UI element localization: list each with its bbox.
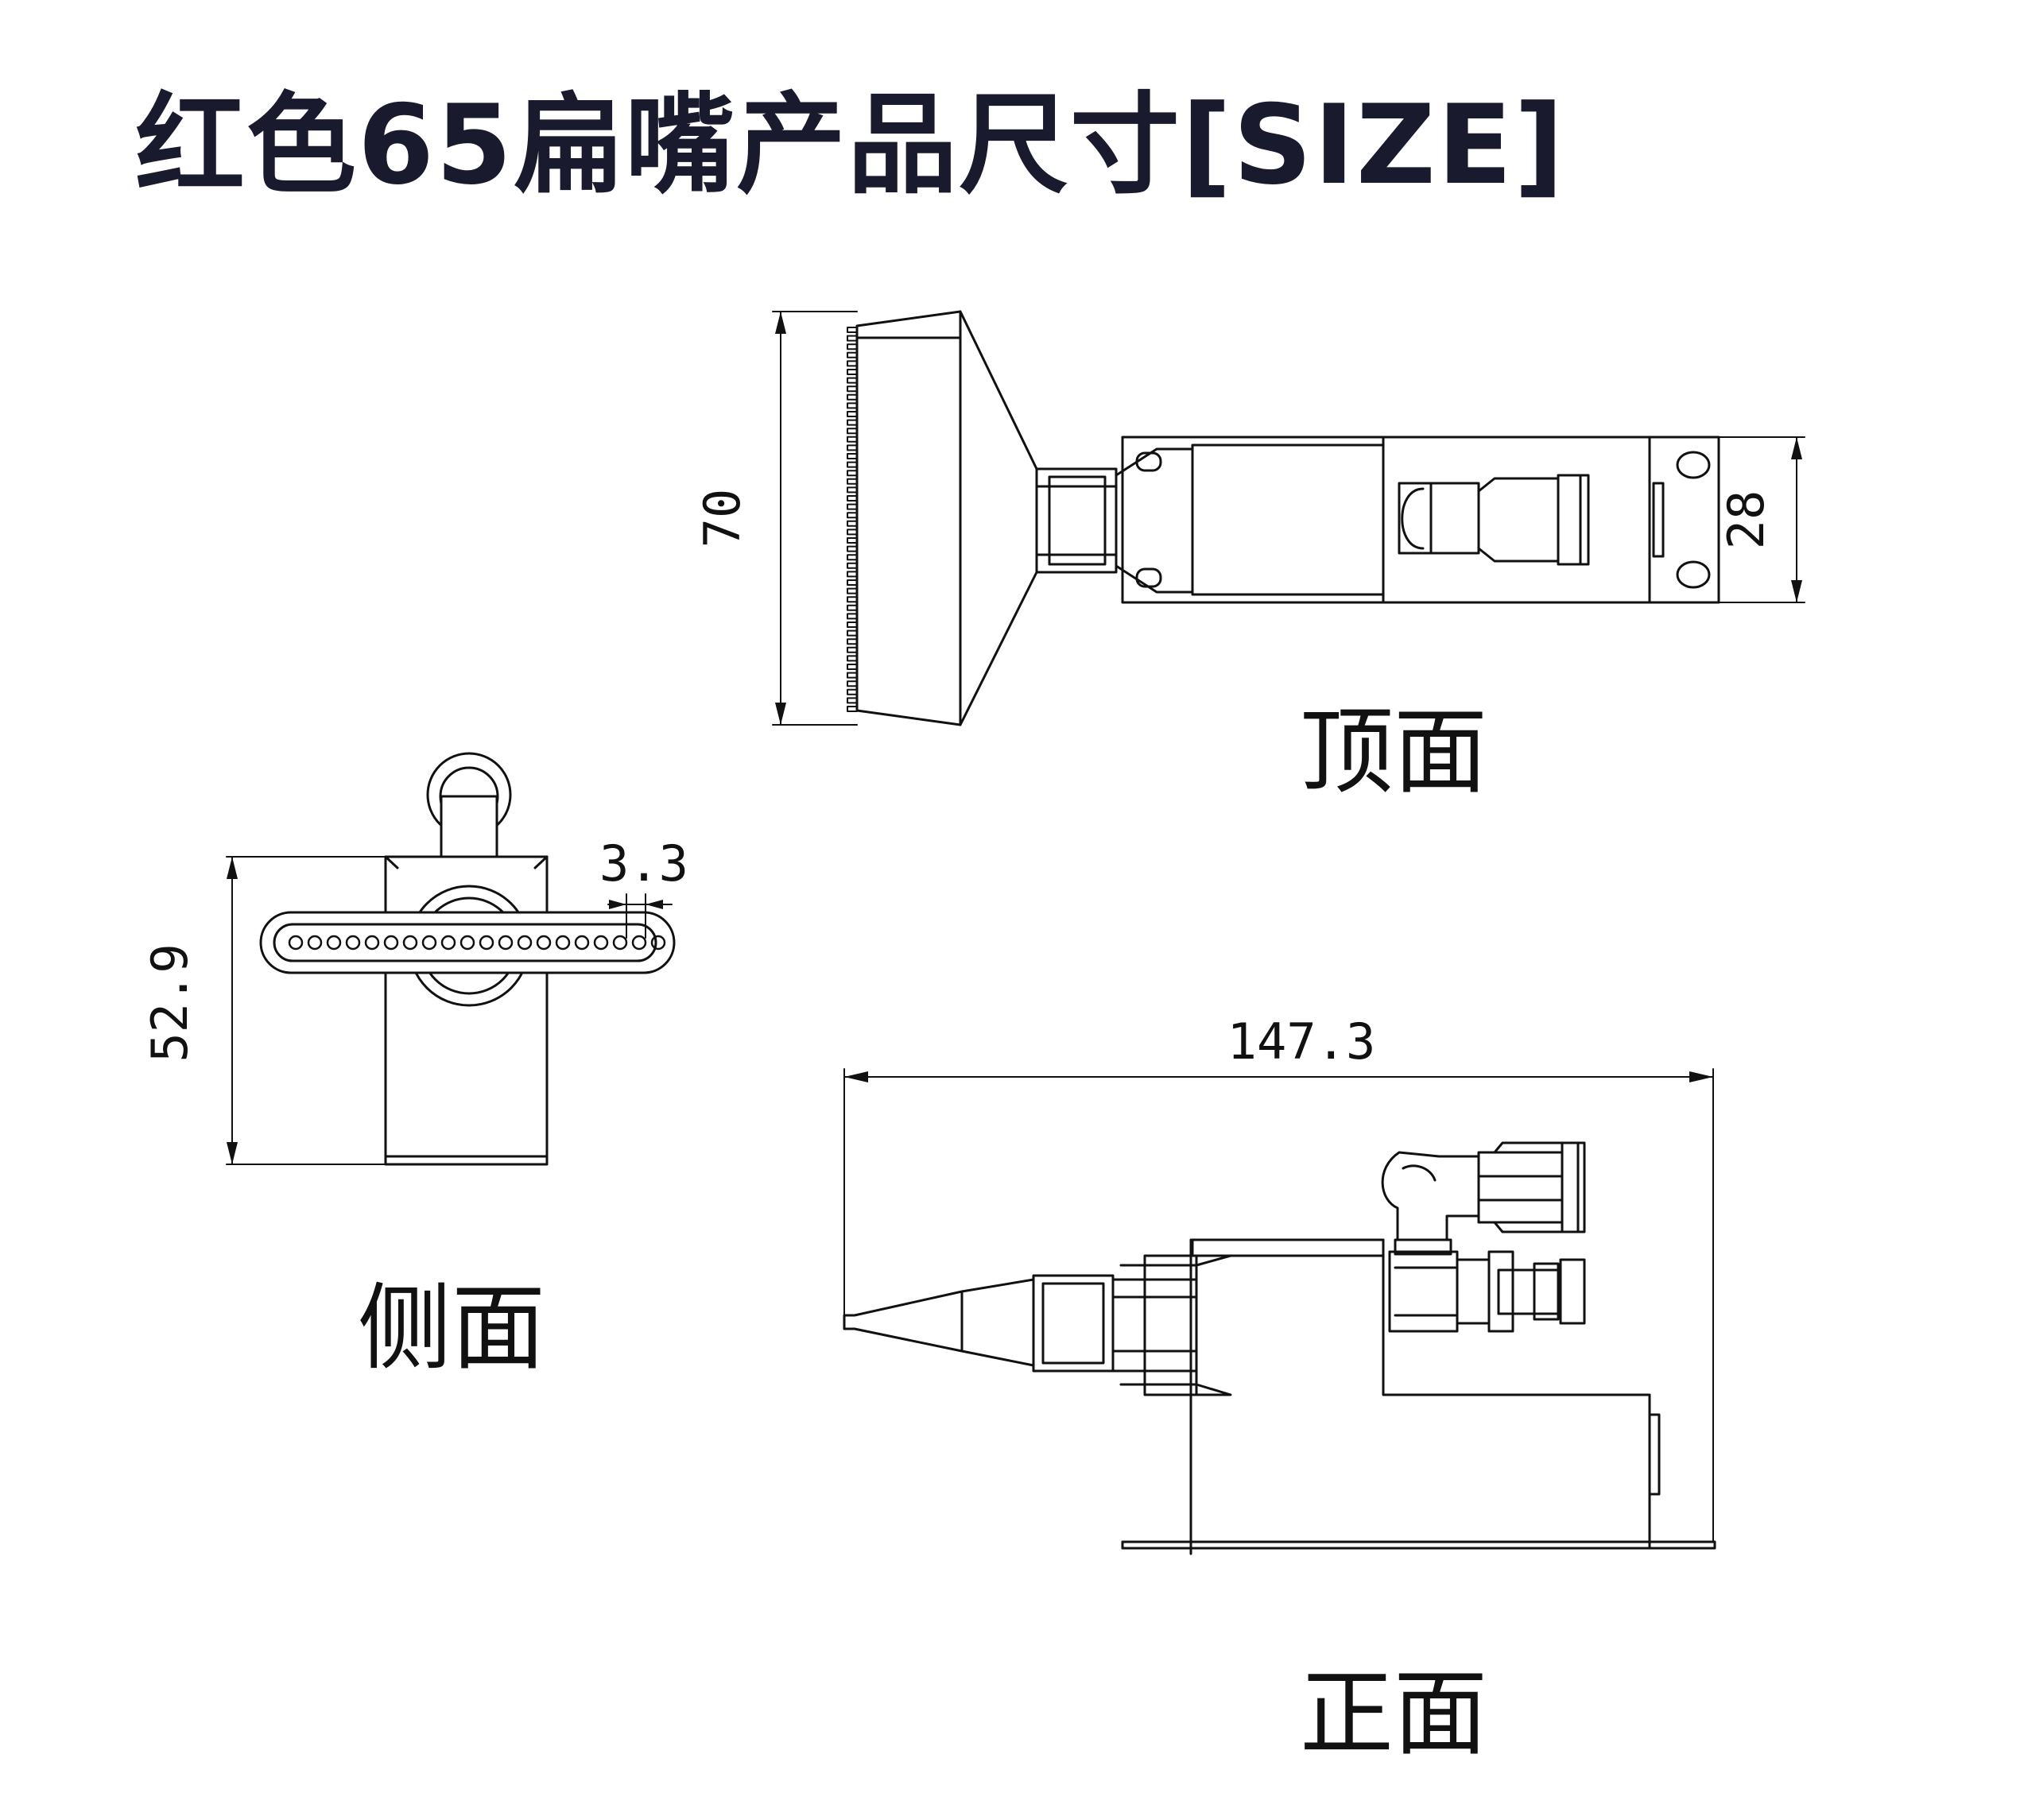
nozzle-hole	[650, 935, 666, 951]
nozzle-hole	[555, 935, 571, 951]
front-view-drawing	[843, 1068, 1716, 1555]
fan-tooth	[847, 697, 858, 704]
top-fan-teeth	[847, 327, 858, 712]
fan-tooth	[847, 680, 858, 687]
side-block	[384, 855, 549, 1166]
nozzle-hole	[326, 935, 342, 951]
fan-tooth	[847, 360, 858, 367]
nozzle-hole	[517, 935, 533, 951]
front-valve	[1388, 1250, 1459, 1333]
fan-tooth	[847, 655, 858, 662]
nozzle-hole	[631, 935, 647, 951]
fan-tooth	[847, 419, 858, 426]
fan-tooth	[847, 579, 858, 586]
fan-tooth	[847, 444, 858, 451]
top-fan-outline	[855, 310, 962, 726]
fan-tooth	[847, 571, 858, 578]
fan-tooth	[847, 385, 858, 393]
fan-tooth	[847, 664, 858, 670]
fan-tooth	[847, 596, 858, 603]
page-title: 红色65扁嘴产品尺寸[SIZE]	[135, 81, 1566, 209]
fan-tooth	[847, 453, 858, 459]
nozzle-hole	[498, 935, 514, 951]
fan-tooth	[847, 706, 858, 712]
nozzle-hole	[421, 935, 437, 951]
fan-tooth	[847, 554, 858, 561]
fan-tooth	[847, 638, 858, 645]
top-body	[1121, 436, 1720, 604]
nozzle-hole	[383, 935, 399, 951]
nozzle-hole	[364, 935, 380, 951]
fan-tooth	[847, 369, 858, 375]
fan-tooth	[847, 377, 858, 384]
dim-front-length: 147.3	[1227, 1013, 1376, 1071]
dim-side-height: 52.9	[141, 943, 199, 1062]
fan-tooth	[847, 613, 858, 620]
fan-tooth	[847, 520, 858, 527]
nozzle-hole	[593, 935, 609, 951]
nozzle-hole	[402, 935, 418, 951]
dim-top-height: 70	[693, 489, 751, 548]
nozzle-hole	[479, 935, 494, 951]
nozzle-hole	[536, 935, 552, 951]
fan-tooth	[847, 335, 858, 342]
fan-tooth	[847, 622, 858, 628]
fan-tooth	[847, 629, 858, 637]
fan-tooth	[847, 545, 858, 552]
dim-top-width: 28	[1717, 490, 1775, 550]
fan-tooth	[847, 486, 858, 494]
nozzle-hole	[288, 935, 304, 951]
fan-tooth	[847, 343, 858, 350]
fan-tooth	[847, 604, 858, 611]
fan-tooth	[847, 587, 858, 594]
fan-tooth	[847, 495, 858, 501]
nozzle-hole	[459, 935, 475, 951]
top-neck	[1035, 467, 1118, 574]
nozzle-hole	[345, 935, 361, 951]
side-nozzle-bar	[259, 911, 676, 974]
fan-tooth	[847, 402, 858, 409]
view-label-top: 顶面	[1300, 697, 1488, 807]
fan-tooth	[847, 428, 858, 435]
fan-tooth	[847, 529, 858, 536]
top-elbow	[1398, 482, 1480, 555]
dim-side-hole: 3.3	[599, 834, 688, 893]
fan-tooth	[847, 393, 858, 401]
fan-tooth	[847, 461, 858, 468]
front-push-fitting	[1477, 1151, 1564, 1224]
nozzle-hole	[574, 935, 590, 951]
front-bracket	[1189, 1238, 1651, 1543]
fan-tooth	[847, 672, 858, 679]
side-view-drawing	[226, 752, 676, 1166]
fan-tooth	[847, 512, 858, 519]
nozzle-hole	[307, 935, 323, 951]
nozzle-hole	[612, 935, 628, 951]
fan-tooth	[847, 562, 858, 569]
fan-tooth	[847, 351, 858, 358]
fan-tooth	[847, 478, 858, 485]
fan-tooth	[847, 470, 858, 477]
fan-tooth	[847, 436, 858, 443]
fan-tooth	[847, 537, 858, 544]
fan-tooth	[847, 411, 858, 417]
side-nozzle-holes	[288, 935, 666, 951]
fan-tooth	[847, 688, 858, 695]
front-base-plate	[1121, 1540, 1716, 1550]
fan-tooth	[847, 503, 858, 510]
fan-tooth	[847, 646, 858, 653]
top-view-drawing	[772, 310, 1805, 726]
nozzle-hole	[440, 935, 456, 951]
view-label-side: 侧面	[358, 1273, 546, 1383]
view-label-front: 正面	[1300, 1659, 1488, 1768]
fan-tooth	[847, 327, 858, 333]
